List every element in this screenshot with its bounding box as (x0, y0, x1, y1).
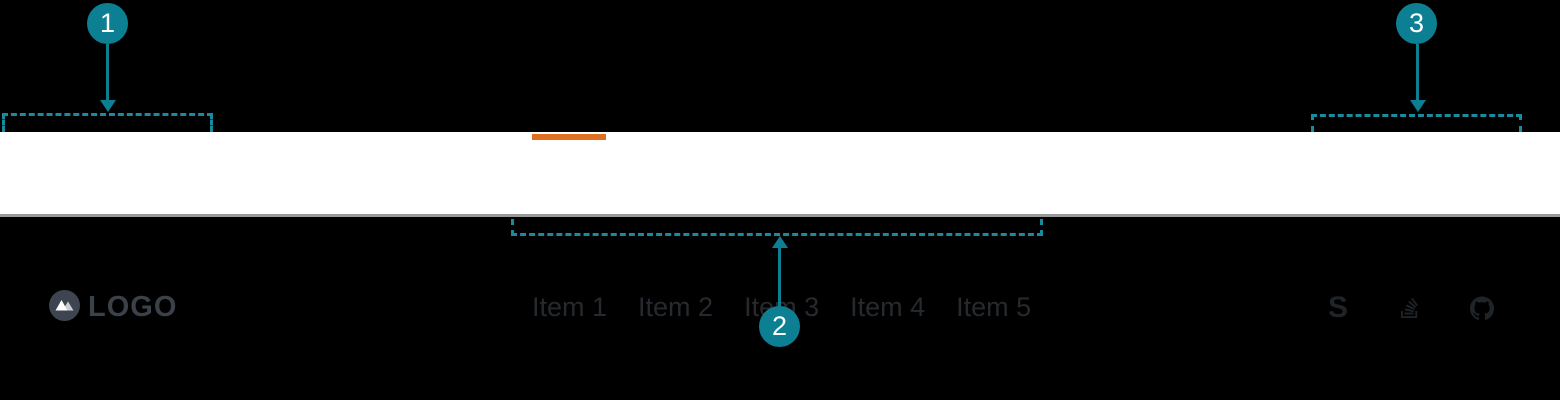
github-icon[interactable] (1470, 295, 1494, 321)
callout-number: 3 (1408, 8, 1425, 38)
nav-item-1[interactable]: Item 1 (532, 292, 608, 322)
annotated-region-logo (2, 113, 213, 132)
annotated-region-social-icons (1311, 114, 1522, 132)
arrow-down-icon (1410, 100, 1426, 112)
stackoverflow-icon[interactable] (1398, 295, 1422, 321)
callout-number: 1 (99, 8, 116, 38)
nav-item-4[interactable]: Item 4 (850, 292, 926, 322)
social-icons-group: S (1326, 291, 1494, 324)
s-logo-icon[interactable]: S (1327, 291, 1348, 324)
callout-badge-2: 2 (759, 306, 800, 347)
callout-number: 2 (771, 311, 788, 341)
callout-badge-3: 3 (1396, 3, 1437, 44)
callout-badge-1: 1 (87, 3, 128, 44)
annotated-region-nav-items (511, 219, 1043, 236)
callout-arrow-2 (778, 247, 781, 307)
mountain-icon (49, 289, 80, 326)
logo[interactable]: LOGO (49, 289, 178, 326)
arrow-down-icon (100, 100, 116, 112)
logo-text: LOGO (88, 291, 178, 323)
nav-item-2[interactable]: Item 2 (638, 292, 714, 322)
callout-arrow-1 (106, 44, 109, 101)
callout-arrow-3 (1416, 44, 1419, 101)
active-tab-indicator (532, 134, 606, 140)
nav-item-5[interactable]: Item 5 (956, 292, 1032, 322)
arrow-up-icon (772, 236, 788, 248)
navbar: LOGO Item 1 Item 2 Item 3 Item 4 Item 5 … (0, 132, 1560, 323)
